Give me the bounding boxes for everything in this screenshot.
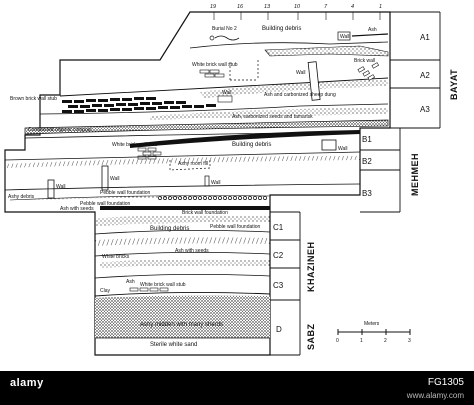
label-white-brick-stub-c3: White brick wall stub — [140, 282, 186, 288]
image-id: FG1305 — [427, 377, 464, 388]
phase-labels: A1 A2 A3 B1 B2 B3 C1 C2 C3 D — [273, 33, 430, 334]
period-khazineh: KHAZINEH — [306, 242, 316, 293]
label-building-debris-top: Building debris — [262, 26, 301, 32]
phase-column — [270, 11, 441, 356]
label-white-bricks: White bricks — [102, 254, 130, 260]
label-wall-b2: Wall — [110, 176, 120, 182]
scale-bar: Meters 0 1 2 3 — [336, 321, 411, 344]
label-brown-brick-stub: Brown brick wall stub — [10, 96, 57, 102]
white-brick-stub-c3 — [129, 287, 169, 292]
scale-tick-0: 0 — [336, 338, 339, 344]
label-brick-wall: Brick wall — [354, 58, 375, 64]
label-ashy-debris: Ashy debris — [8, 194, 35, 200]
section-number-4: 4 — [351, 4, 354, 10]
section-number-16: 16 — [237, 4, 244, 10]
section-grid-ticks — [213, 12, 381, 20]
label-wall-b3: Wall — [56, 184, 66, 190]
label-compost: Composted organic compost — [28, 127, 92, 133]
phase-b1: B1 — [362, 135, 372, 144]
brick-wall-a2 — [357, 62, 380, 81]
brick-wall-foundation-band — [100, 206, 270, 210]
section-number-13: 13 — [264, 4, 271, 10]
label-ash-with-seeds-c: Ash with seeds — [175, 248, 209, 254]
section-number-1: 1 — [379, 4, 382, 10]
label-burial: Burial No 2 — [212, 26, 237, 32]
burial-skeleton — [214, 35, 240, 41]
period-bayat: BAYAT — [449, 69, 459, 100]
period-mehmeh: MEHMEH — [410, 153, 420, 196]
section-number-7: 7 — [324, 4, 328, 10]
alamy-logo: alamy — [10, 377, 44, 389]
phase-d: D — [276, 325, 282, 334]
label-wall-b1: Wall — [338, 146, 348, 152]
compost-band — [24, 119, 389, 135]
phase-b3: B3 — [362, 189, 372, 198]
period-labels: BAYAT MEHMEH KHAZINEH SABZ — [306, 69, 459, 350]
label-building-debris-mid: Building debris — [232, 142, 271, 148]
wall-a2-block — [307, 61, 321, 101]
label-white-brick-stub: White brick wall stub — [192, 62, 238, 68]
phase-a1: A1 — [420, 33, 430, 42]
label-clay: Clay — [100, 288, 111, 294]
label-ash-a1: Ash — [368, 27, 377, 33]
white-brick-stub-a2 — [199, 69, 225, 78]
label-brick-wall-foundation: Brick wall foundation — [182, 210, 228, 216]
wall-a1-block — [337, 31, 351, 41]
section-number-10: 10 — [294, 4, 301, 10]
layer-b — [4, 130, 361, 210]
label-ash-with-seeds: Ash with seeds — [60, 206, 94, 212]
label-wall-b2b: Wall — [211, 180, 221, 186]
dark-band-b1 — [130, 130, 360, 148]
layer-d — [95, 295, 270, 339]
wall-b2-block — [101, 165, 109, 191]
footer-url: www.alamy.com — [406, 391, 464, 400]
layer-c — [94, 215, 271, 297]
label-ash-carbonized: Ash and carbonized sheep dung — [264, 92, 336, 98]
phase-c1: C1 — [273, 223, 284, 232]
label-ash-carbonized-seeds: Ash, carbonized seeds and tamarisk — [232, 114, 313, 120]
stock-footer: alamy FG1305 www.alamy.com — [0, 371, 474, 405]
section-drawing: 19 16 13 10 7 4 1 — [4, 4, 459, 356]
white-brick-stub-b1 — [137, 147, 162, 160]
scale-title: Meters — [364, 321, 380, 327]
section-numbers: 19 16 13 10 7 4 1 — [210, 4, 382, 10]
label-wall-a1: Wall — [340, 34, 350, 40]
scale-tick-3: 3 — [408, 338, 411, 344]
scale-tick-1: 1 — [360, 338, 363, 344]
brown-brick-stub — [62, 97, 216, 113]
wall-b2b-block — [204, 175, 210, 187]
phase-a2: A2 — [420, 71, 430, 80]
label-sterile-sand: Sterile white sand — [150, 342, 197, 348]
section-number-19: 19 — [210, 4, 216, 10]
label-pebble-wall-foundation-2: Pebble wall foundation — [80, 201, 131, 207]
pebble-foundation-b3 — [158, 196, 267, 200]
label-ash-c3: Ash — [126, 279, 135, 285]
label-building-debris-c: Building debris — [150, 226, 189, 232]
label-ashy-midden: Ashy midden with many sherds — [140, 322, 223, 328]
label-pebble-wall-foundation: Pebble wall foundation — [100, 190, 151, 196]
phase-c2: C2 — [273, 251, 284, 260]
layer-a — [39, 31, 389, 120]
period-sabz: SABZ — [306, 323, 316, 350]
label-pebble-wall-foundation-c: Pebble wall foundation — [210, 224, 261, 230]
label-wall-a2: Wall — [296, 70, 306, 76]
phase-a3: A3 — [420, 105, 430, 114]
layer-labels: Burial No 2 Building debris Wall Ash Bri… — [8, 26, 377, 348]
phase-c3: C3 — [273, 281, 284, 290]
label-wall-a3: Wall — [222, 90, 232, 96]
wall-b1-block — [321, 139, 337, 151]
phase-b2: B2 — [362, 157, 372, 166]
scale-tick-2: 2 — [384, 338, 387, 344]
label-ashy-room-fill: Ashy room fill — [178, 161, 208, 167]
label-white-brick-stub-2: White brick wall stub — [112, 142, 158, 148]
